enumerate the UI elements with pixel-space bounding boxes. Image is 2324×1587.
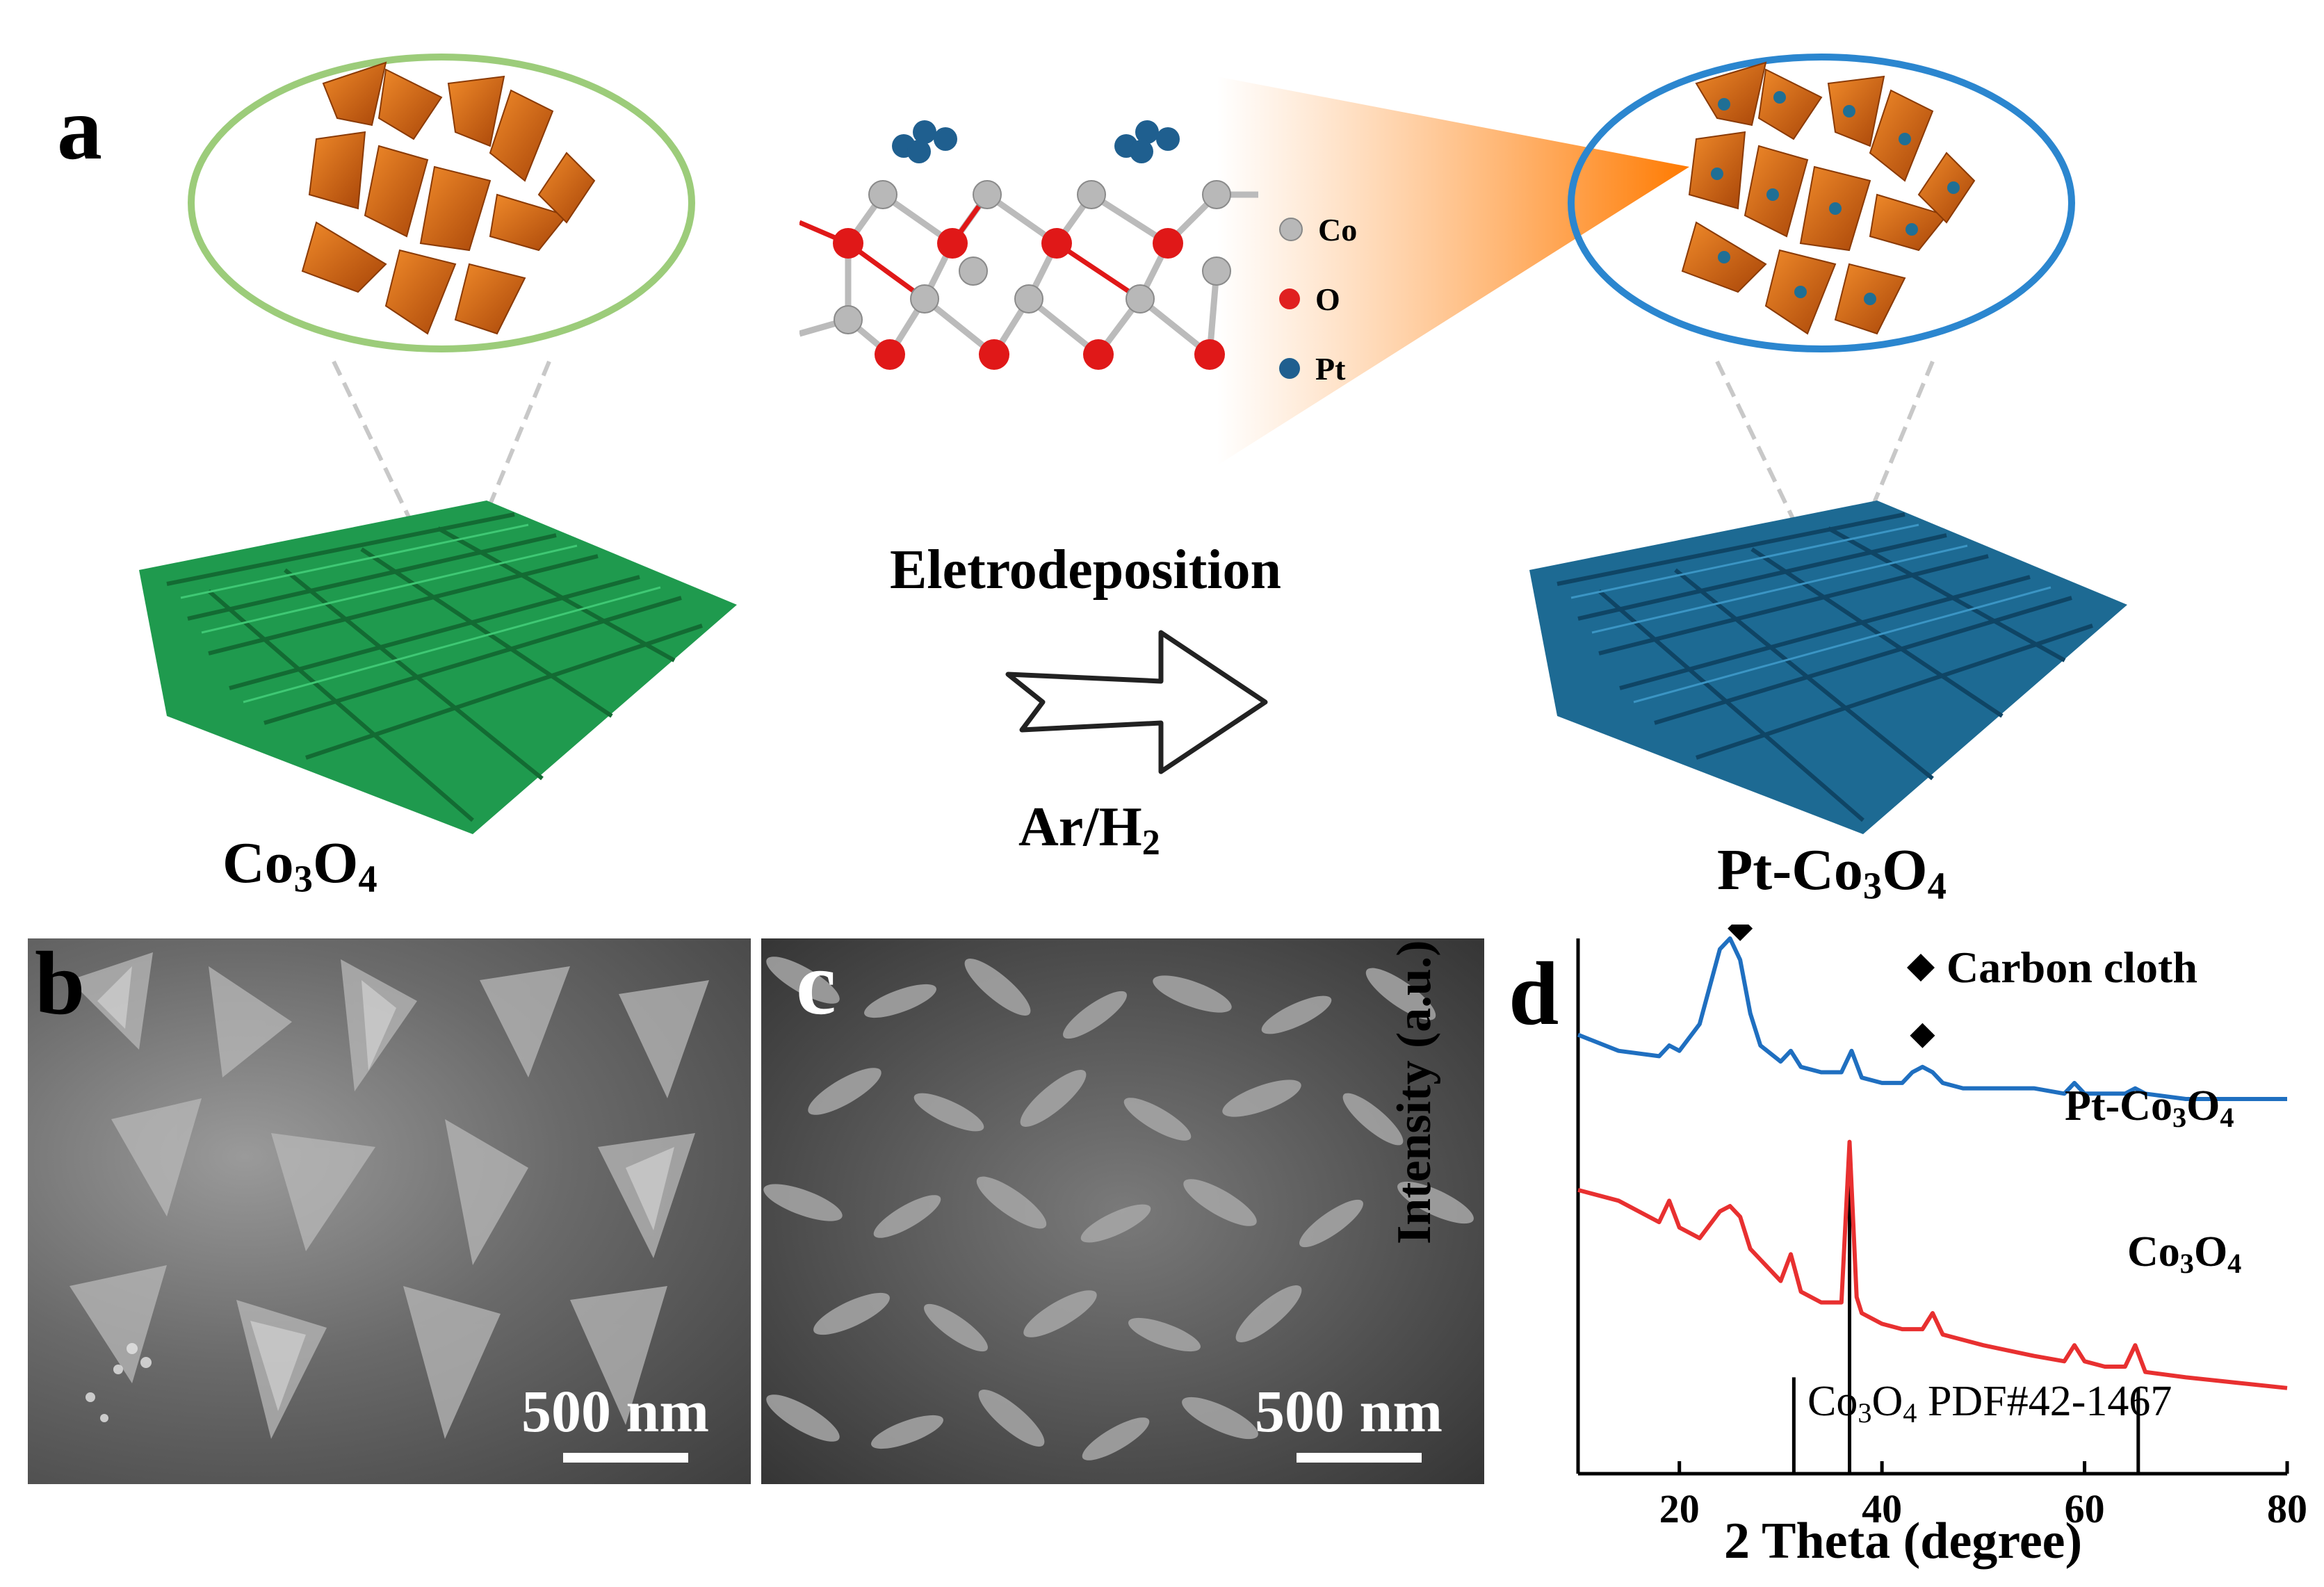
series-co-prefix: Co — [2127, 1228, 2180, 1276]
left-formula-label: Co3O4 — [222, 834, 377, 898]
atom-legend: Co O Pt — [1279, 195, 1390, 403]
molecular-structure — [799, 120, 1258, 370]
pdf-reference-label: Co3O4 PDF#42-1467 — [1807, 1380, 2172, 1427]
right-formula-o: O — [1882, 838, 1928, 902]
right-formula-sub1: 3 — [1862, 864, 1883, 907]
xrd-chart: 20 40 60 80 — [1576, 925, 2307, 1531]
left-formula-co: Co — [222, 831, 294, 895]
right-magnified-ellipse — [1568, 54, 2075, 352]
series-line-1 — [1577, 1139, 2288, 1390]
left-magnified-ellipse — [188, 54, 695, 352]
legend-pt-label: Pt — [1315, 350, 1346, 386]
series-pt-prefix: Pt-Co — [2065, 1082, 2172, 1130]
series-pt-sub2: 4 — [2220, 1102, 2234, 1134]
series-pt-o: O — [2186, 1082, 2220, 1130]
panel-a-letter: a — [57, 79, 102, 179]
legend-o: O — [1279, 264, 1390, 334]
diamond-marker — [1728, 925, 1753, 941]
carbon-cloth-right — [1529, 500, 2127, 834]
x-tick-label: 60 — [2065, 1486, 2105, 1531]
diamond-icon — [1907, 954, 1935, 982]
series-line-0 — [1577, 936, 2287, 1101]
series-label-co: Co3O4 — [2127, 1230, 2241, 1278]
scalebar-c-line — [1297, 1453, 1422, 1463]
carbon-cloth-left — [139, 500, 737, 834]
process-top-label: Eletrodeposition — [890, 539, 1282, 601]
left-formula-o: O — [312, 831, 359, 895]
o-atom-icon — [1279, 288, 1300, 309]
right-formula-prefix: Pt-Co — [1717, 838, 1863, 902]
panel-d-letter: d — [1509, 944, 1559, 1044]
scalebar-b-line — [563, 1453, 688, 1463]
co-atom-icon — [1279, 218, 1303, 241]
pt-atom-icon — [1279, 358, 1300, 379]
panel-c-letter: c — [796, 938, 836, 1034]
sem-b-texture — [70, 952, 709, 1439]
y-axis-label: Intensity (a.u.) — [1388, 940, 1441, 1244]
series-co-sub1: 3 — [2179, 1248, 2194, 1280]
right-formula-sub2: 4 — [1927, 864, 1947, 907]
series-label-pt: Pt-Co3O4 — [2065, 1084, 2234, 1132]
legend-carbon-cloth: Carbon cloth — [1947, 943, 2197, 992]
x-ticks: 20 40 60 80 — [1659, 1461, 2307, 1531]
legend-co-label: Co — [1318, 211, 1358, 247]
reference-lines — [1791, 1179, 2140, 1474]
x-axis-label: 2 Theta (degree) — [1724, 1513, 2083, 1570]
process-bottom-main: Ar/H — [1018, 797, 1142, 858]
scalebar-c-label: 500 nm — [1255, 1378, 1443, 1444]
sem-image-b: b 500 nm — [28, 938, 751, 1484]
series-lines — [1577, 936, 2288, 1390]
pdf-suffix: PDF#42-1467 — [1917, 1378, 2172, 1425]
pdf-sub2: 4 — [1903, 1397, 1917, 1429]
left-formula-sub1: 3 — [293, 857, 313, 900]
process-bottom-sub: 2 — [1141, 823, 1160, 863]
diamond-marker — [1910, 1023, 1935, 1048]
series-pt-sub1: 3 — [2172, 1102, 2187, 1134]
x-tick-label: 80 — [2267, 1486, 2307, 1531]
pdf-sub1: 3 — [1858, 1397, 1872, 1429]
sem-c-texture — [763, 957, 1474, 1460]
legend-o-label: O — [1315, 281, 1340, 317]
x-tick-label: 40 — [1862, 1486, 1902, 1531]
left-formula-sub2: 4 — [358, 857, 377, 900]
x-tick-label: 20 — [1659, 1486, 1700, 1531]
process-bottom-label: Ar/H2 — [1018, 799, 1160, 861]
pdf-prefix: Co — [1807, 1378, 1858, 1425]
process-arrow-icon — [1005, 630, 1268, 774]
legend-pt: Pt — [1279, 334, 1390, 403]
legend-co: Co — [1279, 195, 1390, 264]
orange-beam — [1217, 76, 1689, 466]
sem-image-c: c 500 nm — [761, 938, 1484, 1484]
scalebar-b-label: 500 nm — [521, 1378, 709, 1444]
series-co-sub2: 4 — [2227, 1248, 2242, 1280]
right-formula-label: Pt-Co3O4 — [1717, 841, 1947, 905]
diamond-markers — [1728, 925, 1935, 1048]
panel-b-letter: b — [35, 938, 86, 1034]
series-co-o: O — [2193, 1228, 2228, 1276]
legend-marker-row: Carbon cloth — [1905, 945, 2197, 990]
pdf-o: O — [1871, 1378, 1903, 1425]
